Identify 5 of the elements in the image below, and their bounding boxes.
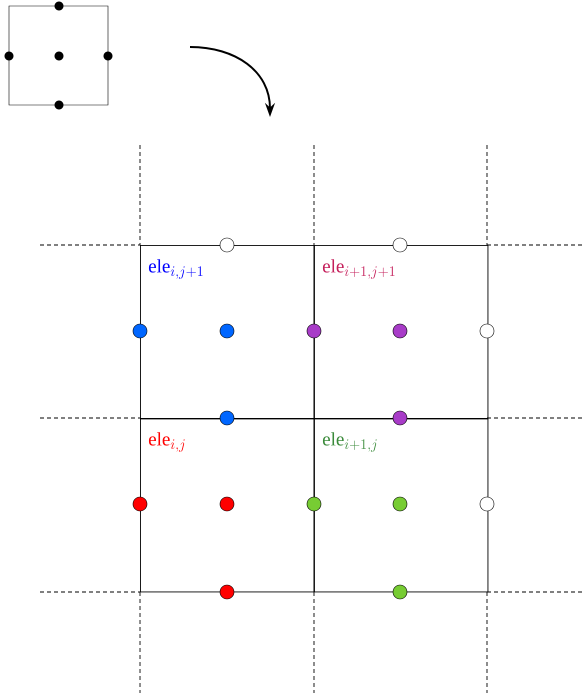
element-cell: $\mathrm{ele}_{i,j}$ [140,418,314,592]
reference-element-drawing [4,2,112,110]
element-cell: $\mathrm{ele}_{i+1,j+1}$ [314,245,488,420]
element-cell: $\mathrm{ele}_{i+1,j}$ [314,418,488,592]
element-cell: $\mathrm{ele}_{i,j+1}$ [140,245,314,420]
